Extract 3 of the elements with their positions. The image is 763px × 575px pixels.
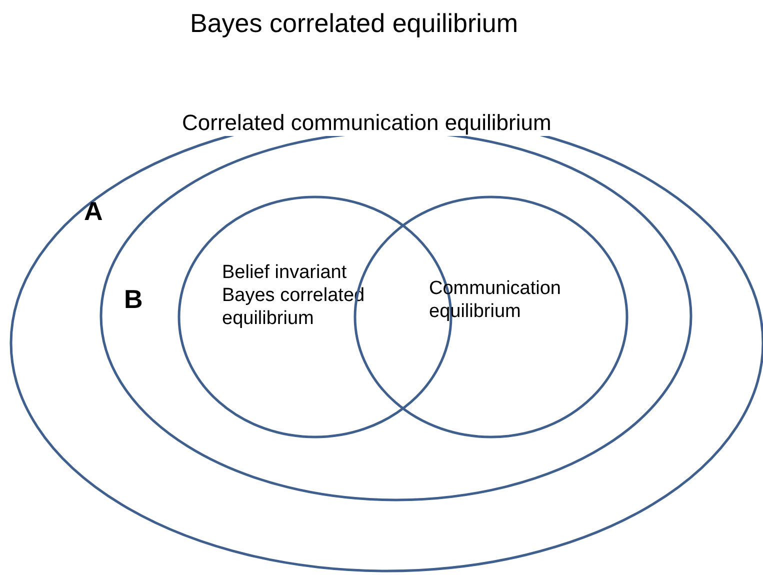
ellipse-label: Bayes correlated equilibrium xyxy=(190,8,520,40)
region-letter: A xyxy=(84,196,103,227)
region-letter: B xyxy=(124,284,143,315)
